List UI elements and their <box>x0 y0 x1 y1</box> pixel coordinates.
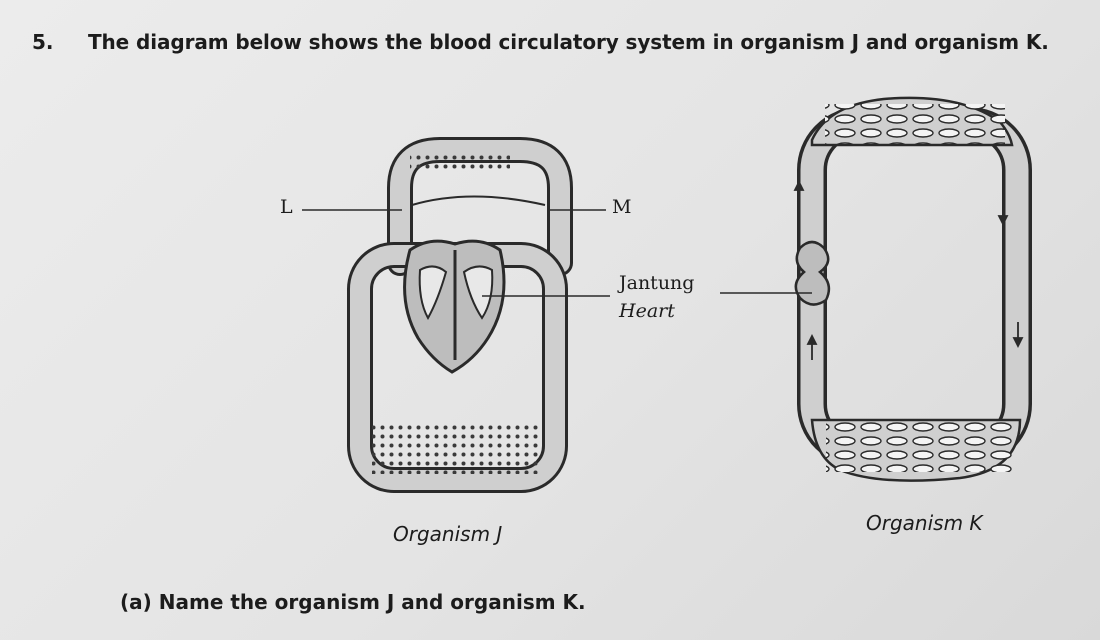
label-m: M <box>612 196 632 218</box>
organism-j-heart <box>403 239 506 374</box>
body-capillaries <box>372 422 542 474</box>
caption-organism-k: Organism K <box>866 511 983 535</box>
caption-organism-j: Organism J <box>393 522 503 546</box>
question-text: The diagram below shows the blood circul… <box>88 30 1049 54</box>
pulmonary-circuit <box>387 137 573 276</box>
lung-capillaries <box>410 152 510 172</box>
question-number: 5. <box>32 30 54 54</box>
label-heart-malay: Jantung <box>619 272 695 294</box>
organism-k-heart <box>794 240 831 306</box>
sub-question-a: (a) Name the organism J and organism K. <box>120 590 586 614</box>
organism-j-diagram <box>302 137 610 493</box>
organism-k-diagram <box>720 96 1032 482</box>
label-heart-english: Heart <box>619 300 675 322</box>
label-l: L <box>280 196 293 218</box>
flow-arrows <box>793 179 1024 360</box>
